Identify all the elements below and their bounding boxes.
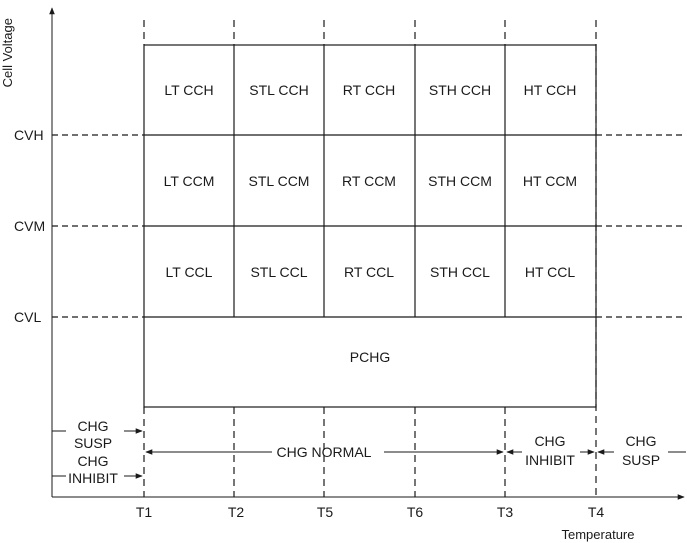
grid-cells: LT CCH STL CCH RT CCH STH CCH HT CCH LT … — [164, 82, 578, 365]
cvl-label: CVL — [14, 309, 41, 325]
region-labels: CHG SUSP CHG INHIBIT CHG NORMAL CHG INHI… — [66, 414, 660, 486]
cell-sth-ccl: STH CCL — [430, 264, 490, 280]
cell-ht-ccl: HT CCL — [525, 264, 576, 280]
cell-lt-cch: LT CCH — [164, 82, 213, 98]
cell-lt-ccm: LT CCM — [164, 173, 215, 189]
cell-stl-ccl: STL CCL — [250, 264, 307, 280]
temperature-dashes — [143, 20, 597, 497]
cell-sth-cch: STH CCH — [429, 82, 491, 98]
cell-ht-ccm: HT CCM — [523, 173, 577, 189]
cell-stl-cch: STL CCH — [249, 82, 308, 98]
cvm-label: CVM — [14, 218, 45, 234]
cell-rt-cch: RT CCH — [343, 82, 395, 98]
chg-susp-line2: SUSP — [622, 452, 660, 468]
tick-t3: T3 — [497, 504, 514, 520]
cell-rt-ccm: RT CCM — [342, 173, 396, 189]
cell-sth-ccm: STH CCM — [428, 173, 492, 189]
chg-susp-line1: CHG — [625, 433, 656, 449]
tick-t5: T5 — [317, 504, 334, 520]
tick-t6: T6 — [407, 504, 424, 520]
cell-rt-ccl: RT CCL — [344, 264, 394, 280]
tick-t1: T1 — [136, 504, 153, 520]
left-susp-line1: CHG — [77, 418, 108, 434]
cell-lt-ccl: LT CCL — [166, 264, 213, 280]
chg-inhibit-line2: INHIBIT — [525, 452, 575, 468]
temperature-ticks: T1 T2 T5 T6 T3 T4 — [136, 504, 605, 520]
left-susp-line2: SUSP — [74, 435, 112, 451]
x-axis-label: Temperature — [562, 527, 635, 542]
chg-inhibit-line1: CHG — [534, 433, 565, 449]
tick-t2: T2 — [228, 504, 245, 520]
cell-pchg: PCHG — [350, 349, 390, 365]
chg-normal-label: CHG NORMAL — [277, 444, 372, 460]
y-axis-label: Cell Voltage — [0, 18, 15, 87]
cell-ht-cch: HT CCH — [524, 82, 577, 98]
left-inhibit-line1: CHG — [77, 453, 108, 469]
tick-t4: T4 — [588, 504, 605, 520]
cell-stl-ccm: STL CCM — [249, 173, 310, 189]
axes — [49, 7, 685, 500]
charge-grid — [143, 44, 597, 408]
cvh-label: CVH — [14, 127, 44, 143]
voltage-levels: CVH CVM CVL — [14, 127, 686, 325]
left-inhibit-line2: INHIBIT — [68, 470, 118, 486]
